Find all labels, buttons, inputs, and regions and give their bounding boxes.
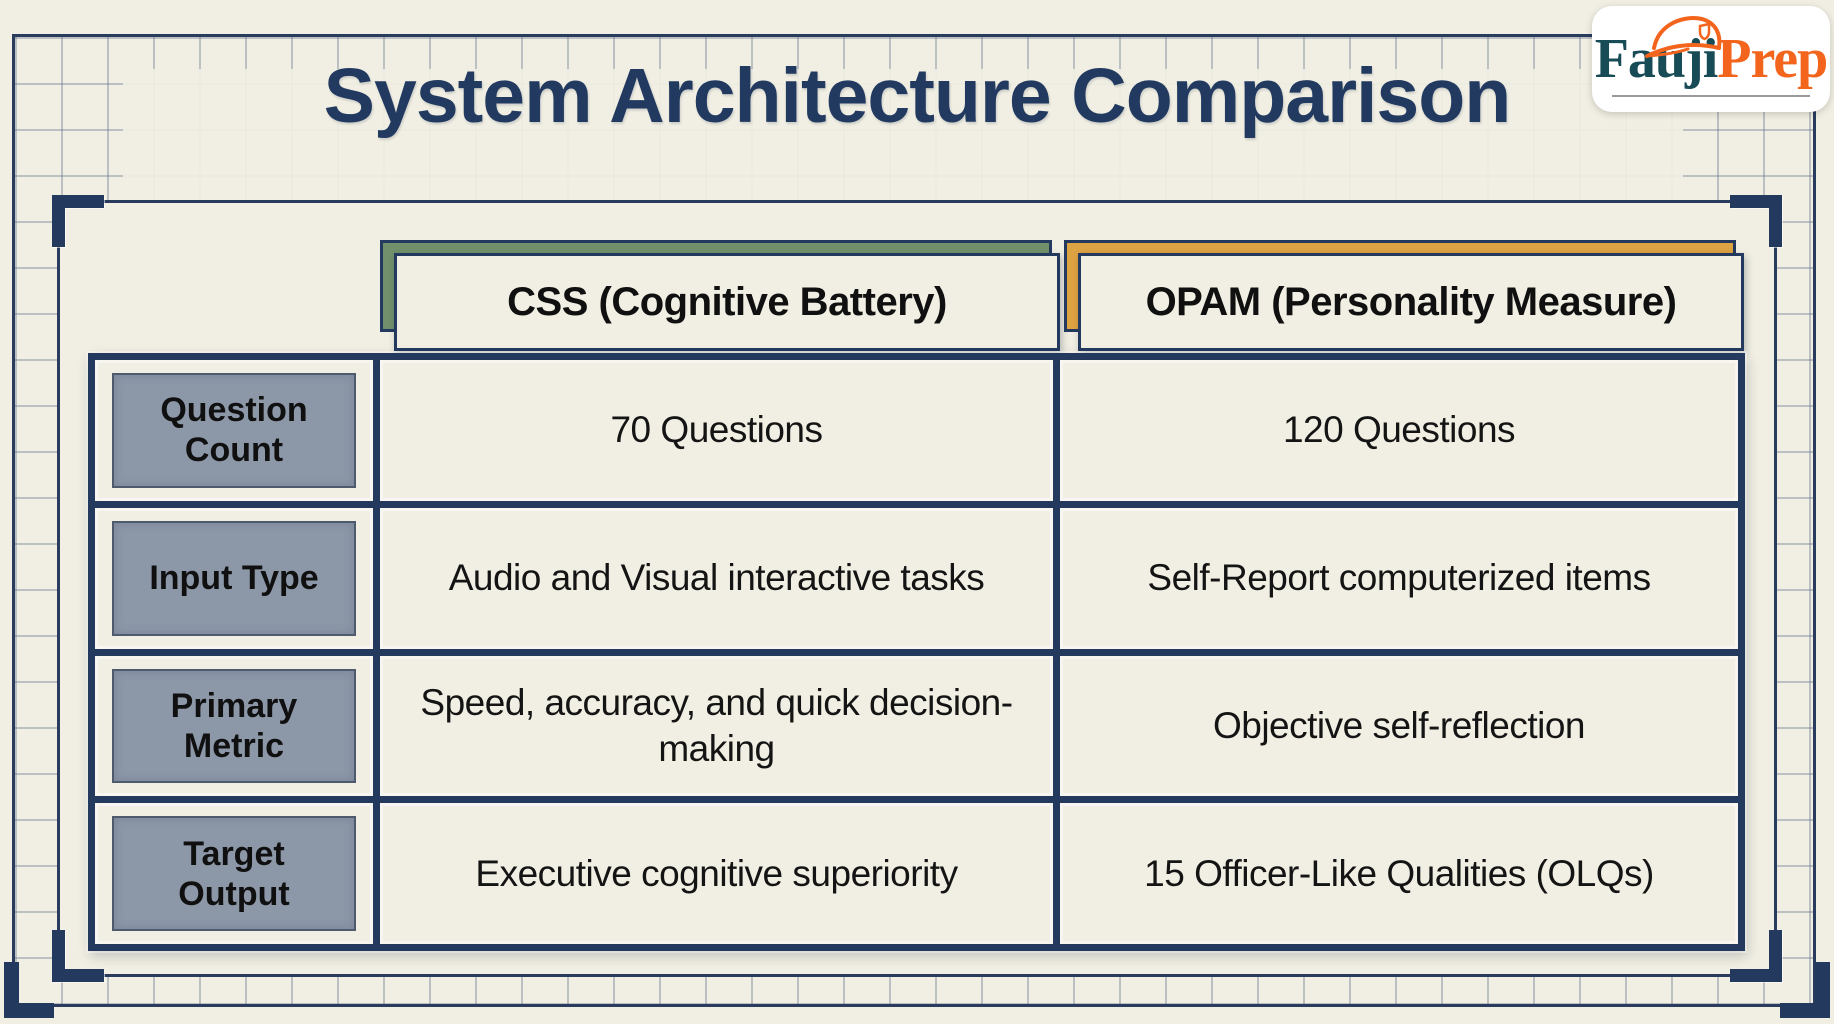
row-label-chip: Question Count xyxy=(112,373,356,488)
row-label-chip: Primary Metric xyxy=(112,668,356,784)
corner-bracket-outer-bottom-right xyxy=(1780,962,1830,1018)
column-header-css-label: CSS (Cognitive Battery) xyxy=(394,253,1060,351)
table-row-label-question-count: Question Count xyxy=(95,360,373,501)
title-band-overlay xyxy=(123,69,1683,201)
page-title: System Architecture Comparison xyxy=(323,53,1512,139)
column-header-opam-label: OPAM (Personality Measure) xyxy=(1078,253,1744,351)
cell-primary-metric-css: Speed, accuracy, and quick decision-maki… xyxy=(380,655,1053,797)
corner-bracket-outer-bottom-left xyxy=(4,962,54,1018)
row-label-chip: Target Output xyxy=(112,816,356,931)
logo-text-prep: Prep xyxy=(1717,28,1828,90)
cell-primary-metric-opam: Objective self-reflection xyxy=(1060,655,1738,797)
table-row-label-input-type: Input Type xyxy=(95,507,373,649)
cell-input-type-css: Audio and Visual interactive tasks xyxy=(380,507,1053,649)
cell-question-count-opam: 120 Questions xyxy=(1060,360,1738,501)
corner-bracket-top-left xyxy=(52,195,104,247)
peaked-cap-icon xyxy=(1645,16,1722,58)
cell-input-type-opam: Self-Report computerized items xyxy=(1060,507,1738,649)
cell-target-output-css: Executive cognitive superiority xyxy=(380,803,1053,944)
corner-bracket-bottom-left xyxy=(52,930,104,982)
corner-bracket-bottom-right xyxy=(1730,930,1782,982)
table-row-label-primary-metric: Primary Metric xyxy=(95,655,373,797)
corner-bracket-top-right xyxy=(1730,195,1782,247)
comparison-table: Question Count 70 Questions 120 Question… xyxy=(88,353,1745,951)
row-label-chip: Input Type xyxy=(112,520,356,636)
cell-question-count-css: 70 Questions xyxy=(380,360,1053,501)
logo-underline xyxy=(1612,95,1810,97)
table-row-label-target-output: Target Output xyxy=(95,803,373,944)
cell-target-output-opam: 15 Officer-Like Qualities (OLQs) xyxy=(1060,803,1738,944)
